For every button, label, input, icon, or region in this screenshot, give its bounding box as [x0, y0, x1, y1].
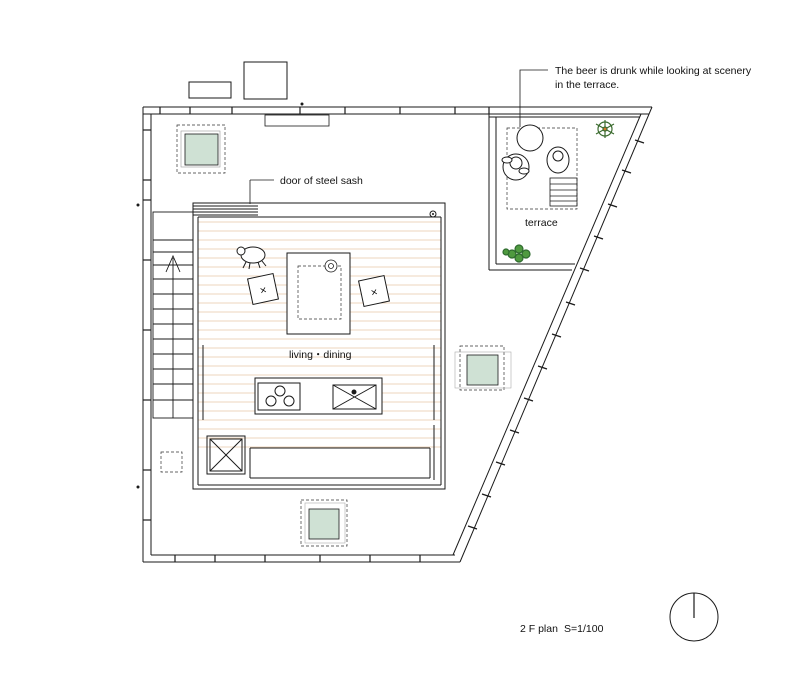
terrace-steps: [549, 177, 578, 207]
staircase: [152, 211, 194, 419]
outdoor-unit-small: [188, 81, 232, 99]
annotation-leader-line: [519, 69, 548, 127]
tree-planter-bottom: [300, 499, 348, 547]
annotation-line-2: in the terrace.: [555, 79, 619, 91]
plant-green-top: [595, 120, 615, 138]
svg-text:×: ×: [259, 285, 268, 296]
wall-dot: [300, 102, 304, 106]
living-label: living・dining: [289, 349, 352, 361]
storage-box: [206, 435, 246, 475]
outer-walls: [142, 106, 653, 563]
dining-table: [286, 252, 351, 335]
plan-title: 2 F plan: [520, 623, 558, 635]
diagonal-wall-ticks: [467, 139, 645, 530]
table-dashed-area: [297, 265, 342, 320]
round-table: [516, 124, 544, 152]
dashed-box-left: [160, 451, 183, 473]
corner-column: [429, 210, 437, 218]
terrace-label: terrace: [525, 217, 558, 229]
person-seated-right: [546, 146, 570, 174]
kitchen-counter: [254, 377, 383, 415]
door-label: door of steel sash: [280, 175, 363, 187]
pig-icon: [236, 246, 267, 270]
tree-planter-top: [176, 124, 226, 174]
terrace-walls: [488, 114, 640, 271]
wall-dot: [136, 485, 140, 489]
annotation-line-1: The beer is drunk while looking at scene…: [555, 65, 752, 77]
person-seated-left: [501, 153, 530, 181]
chair-right: ×: [357, 274, 391, 308]
plant-green-bottom: [502, 244, 531, 263]
steel-sash-door: [193, 205, 258, 216]
north-arrow-icon: [669, 592, 719, 642]
living-room-walls: [192, 202, 446, 490]
wall-dot: [136, 203, 140, 207]
tree-planter-right: [454, 345, 512, 391]
pot-icon: [324, 259, 338, 273]
svg-text:×: ×: [370, 287, 379, 298]
chair-left: ×: [246, 272, 280, 306]
outdoor-unit-large: [243, 61, 288, 100]
wall-column-ticks: [143, 107, 490, 562]
top-window: [264, 114, 330, 127]
scale-text: S=1/100: [564, 623, 604, 635]
